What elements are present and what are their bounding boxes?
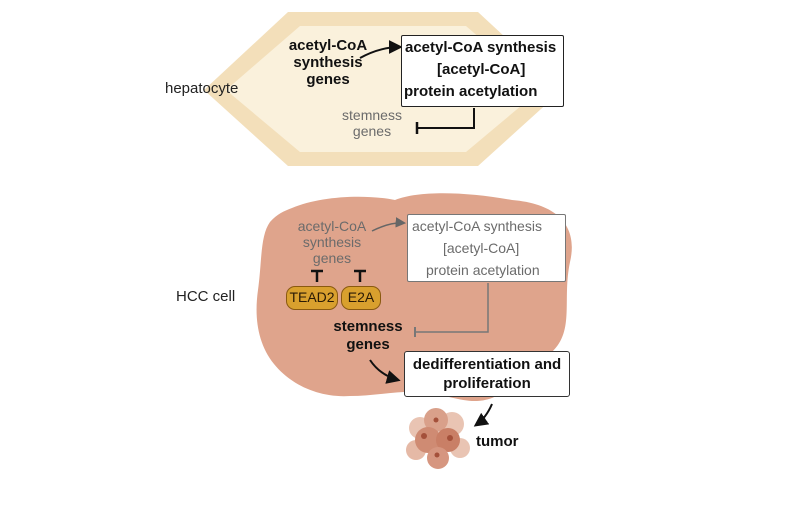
outcome-line-2: proliferation [443, 375, 531, 392]
hcc-box-line-1: acetyl-CoA synthesis [412, 218, 542, 234]
hepatocyte-genes-line-1: acetyl-CoA [288, 37, 368, 54]
hcc-genes-line-2: synthesis [302, 234, 362, 250]
hcc-metabolism-box [407, 214, 566, 282]
hepatocyte-label: hepatocyte [165, 80, 239, 97]
outcome-box [404, 351, 570, 397]
hcc-inhibition-line [415, 283, 489, 333]
hcc-activation-arrow [371, 217, 407, 232]
hepatocyte-activation-arrow [359, 40, 403, 59]
stemness-to-outcome-arrow [369, 359, 401, 384]
e2a-repression-symbol [354, 269, 366, 282]
hcc-acetyl-coa-genes: acetyl-CoA synthesis genes [292, 218, 372, 266]
hepatocyte-stemness-line-1: stemness [342, 107, 402, 123]
hepatocyte-box-line-1: acetyl-CoA synthesis [405, 39, 557, 56]
hcc-genes-line-1: acetyl-CoA [297, 218, 367, 234]
hepatocyte-stemness-genes: stemness genes [334, 107, 410, 139]
hepatocyte-inhibition-line [417, 108, 475, 129]
hepatocyte-metabolism-box [401, 35, 564, 107]
tead2-badge: TEAD2 [286, 286, 338, 310]
hcc-genes-line-3: genes [312, 250, 352, 266]
hcc-stemness-line-1: stemness [333, 318, 403, 335]
tead2-repression-symbol [311, 269, 323, 282]
hcc-stemness-line-2: genes [346, 336, 390, 353]
hepatocyte-genes-line-2: synthesis [293, 54, 363, 71]
hepatocyte-genes-line-3: genes [306, 71, 350, 88]
outcome-to-tumor-arrow [473, 403, 493, 427]
tumor-label: tumor [476, 433, 519, 450]
hcc-box-line-3: protein acetylation [426, 262, 540, 278]
outcome-line-1: dedifferentiation and [412, 356, 562, 373]
hepatocyte-stemness-line-2: genes [352, 123, 392, 139]
hcc-box-line-2: [acetyl-CoA] [443, 240, 520, 256]
hepatocyte-acetyl-coa-genes: acetyl-CoA synthesis genes [283, 37, 373, 88]
outcome-text: dedifferentiation and proliferation [404, 355, 570, 393]
tumor-cluster-icon [406, 408, 470, 469]
hepatocyte-box-line-3: protein acetylation [404, 83, 538, 100]
hcc-cell-label: HCC cell [176, 288, 236, 305]
e2a-badge: E2A [341, 286, 381, 310]
hepatocyte-box-line-2: [acetyl-CoA] [437, 61, 526, 78]
hcc-stemness-genes: stemness genes [328, 318, 408, 354]
